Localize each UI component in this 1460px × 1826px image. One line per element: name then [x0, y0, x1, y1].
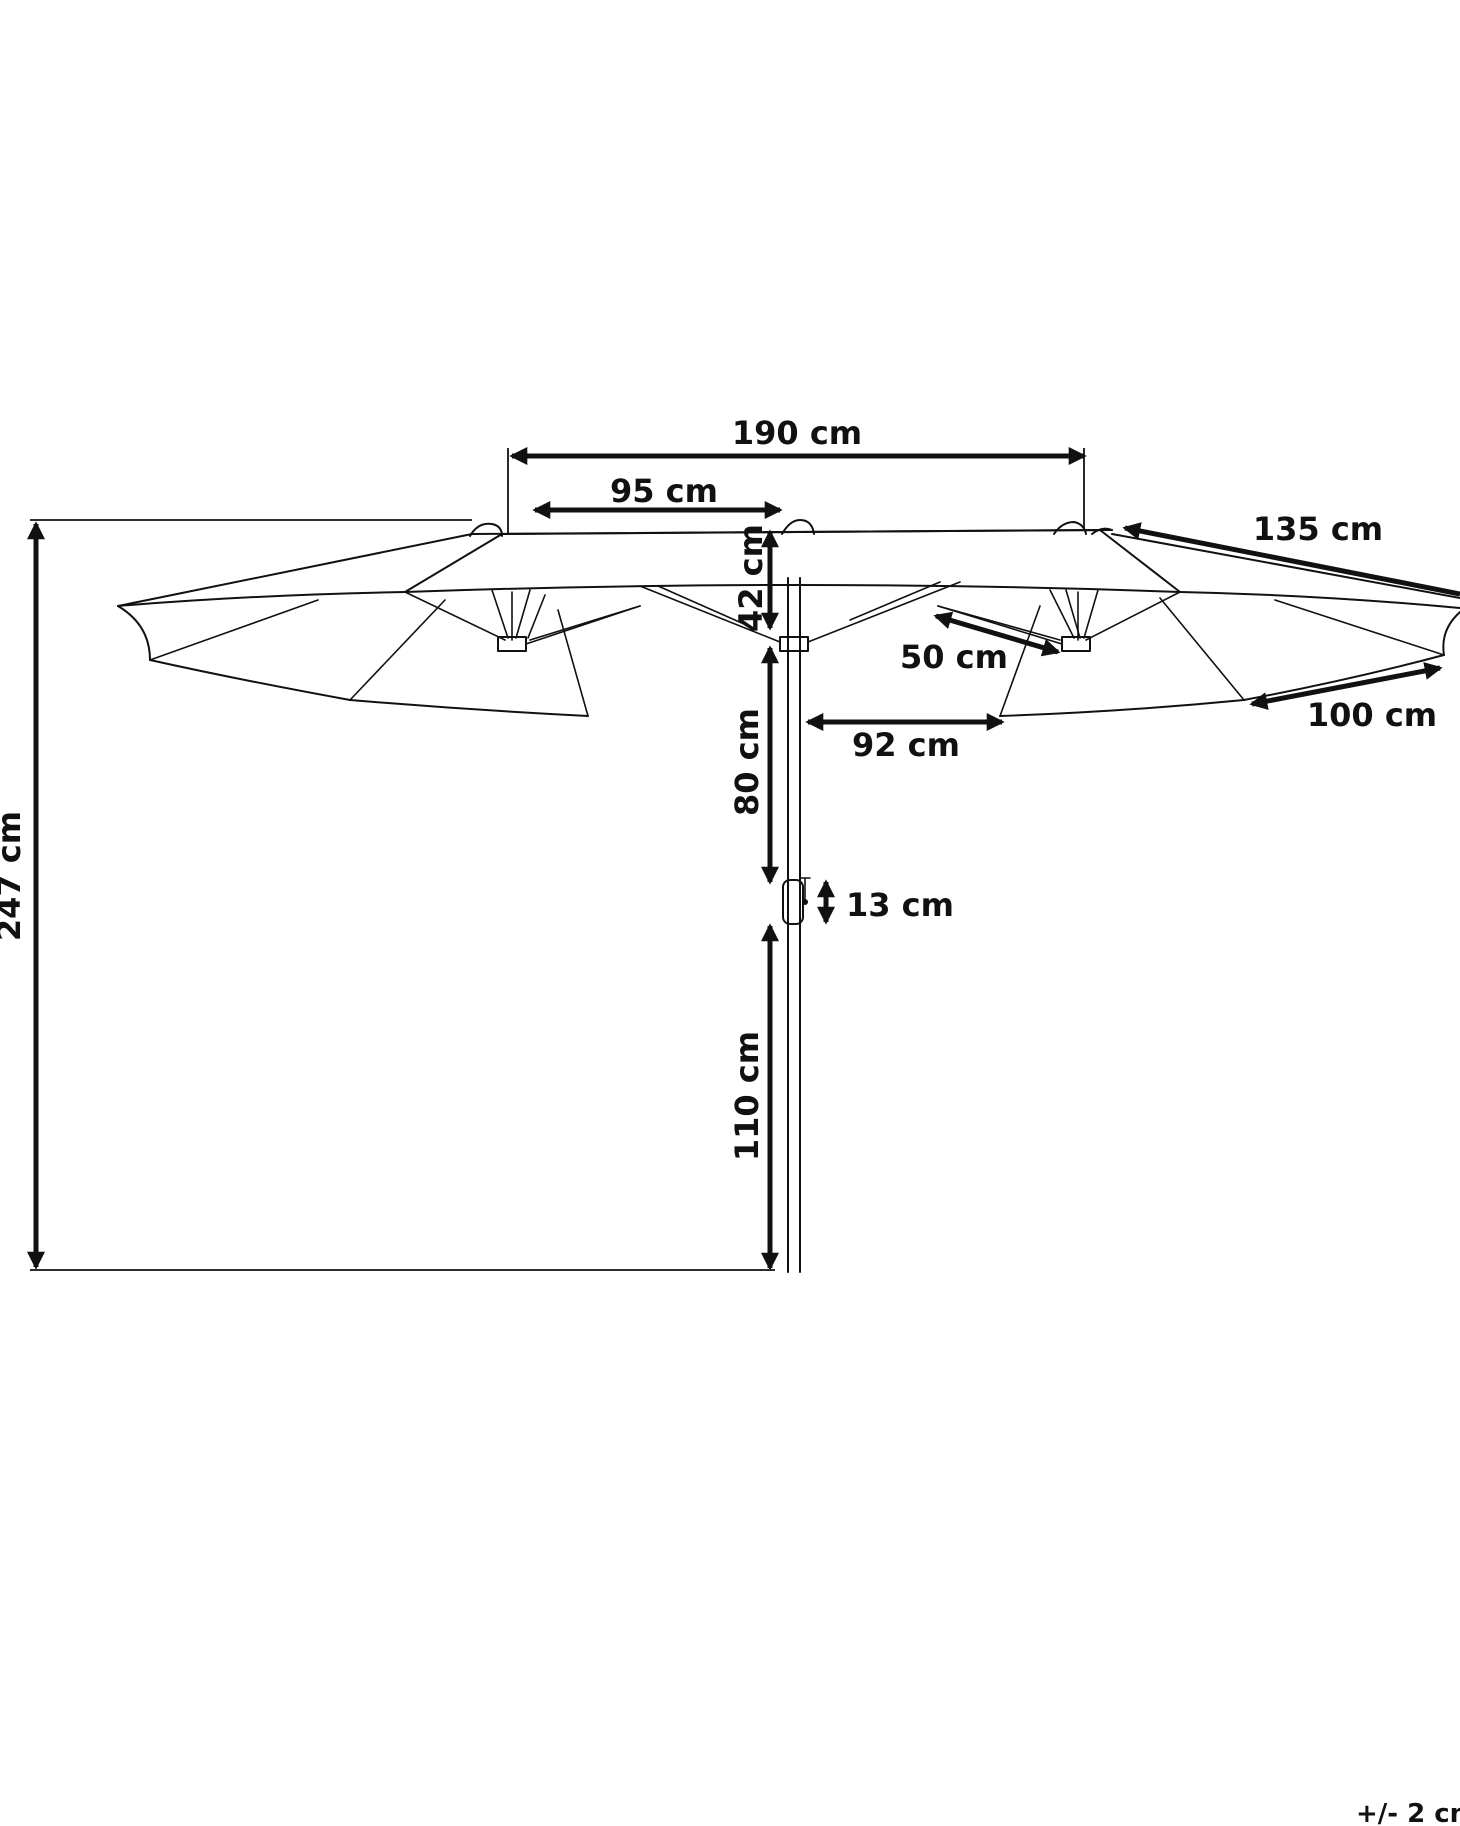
dimension-labels: 190 cm 95 cm 247 cm 42 cm 80 cm 13 cm 11…: [0, 414, 1460, 1826]
left-canopy: [117, 533, 641, 717]
label-rib-span: 92 cm: [852, 726, 960, 764]
right-canopy: [937, 533, 1460, 717]
dimension-arrows: [27, 447, 1460, 1271]
pole: [787, 577, 801, 1273]
label-crank-height: 13 cm: [846, 886, 954, 924]
label-canopy-height: 42 cm: [732, 524, 770, 632]
central-canopy: [404, 519, 1181, 652]
arrow-outer-span: [1249, 662, 1443, 710]
arrow-arm-length: [933, 611, 1061, 657]
label-side-panel: 135 cm: [1253, 510, 1383, 548]
label-outer-span: 100 cm: [1307, 696, 1437, 734]
arrow-side-panel: [1122, 522, 1460, 597]
label-total-height: 247 cm: [0, 811, 28, 941]
extension-lines: [30, 448, 1085, 1271]
label-crank-to-ground: 110 cm: [728, 1031, 766, 1161]
umbrella-drawing: [117, 519, 1460, 1273]
tolerance-note: +/- 2 cm: [1356, 1799, 1460, 1826]
label-arm-length: 50 cm: [900, 638, 1008, 676]
label-canopy-to-crank: 80 cm: [728, 708, 766, 816]
label-total-width: 190 cm: [732, 414, 862, 452]
label-half-width: 95 cm: [610, 472, 718, 510]
crank-handle: [782, 877, 811, 925]
